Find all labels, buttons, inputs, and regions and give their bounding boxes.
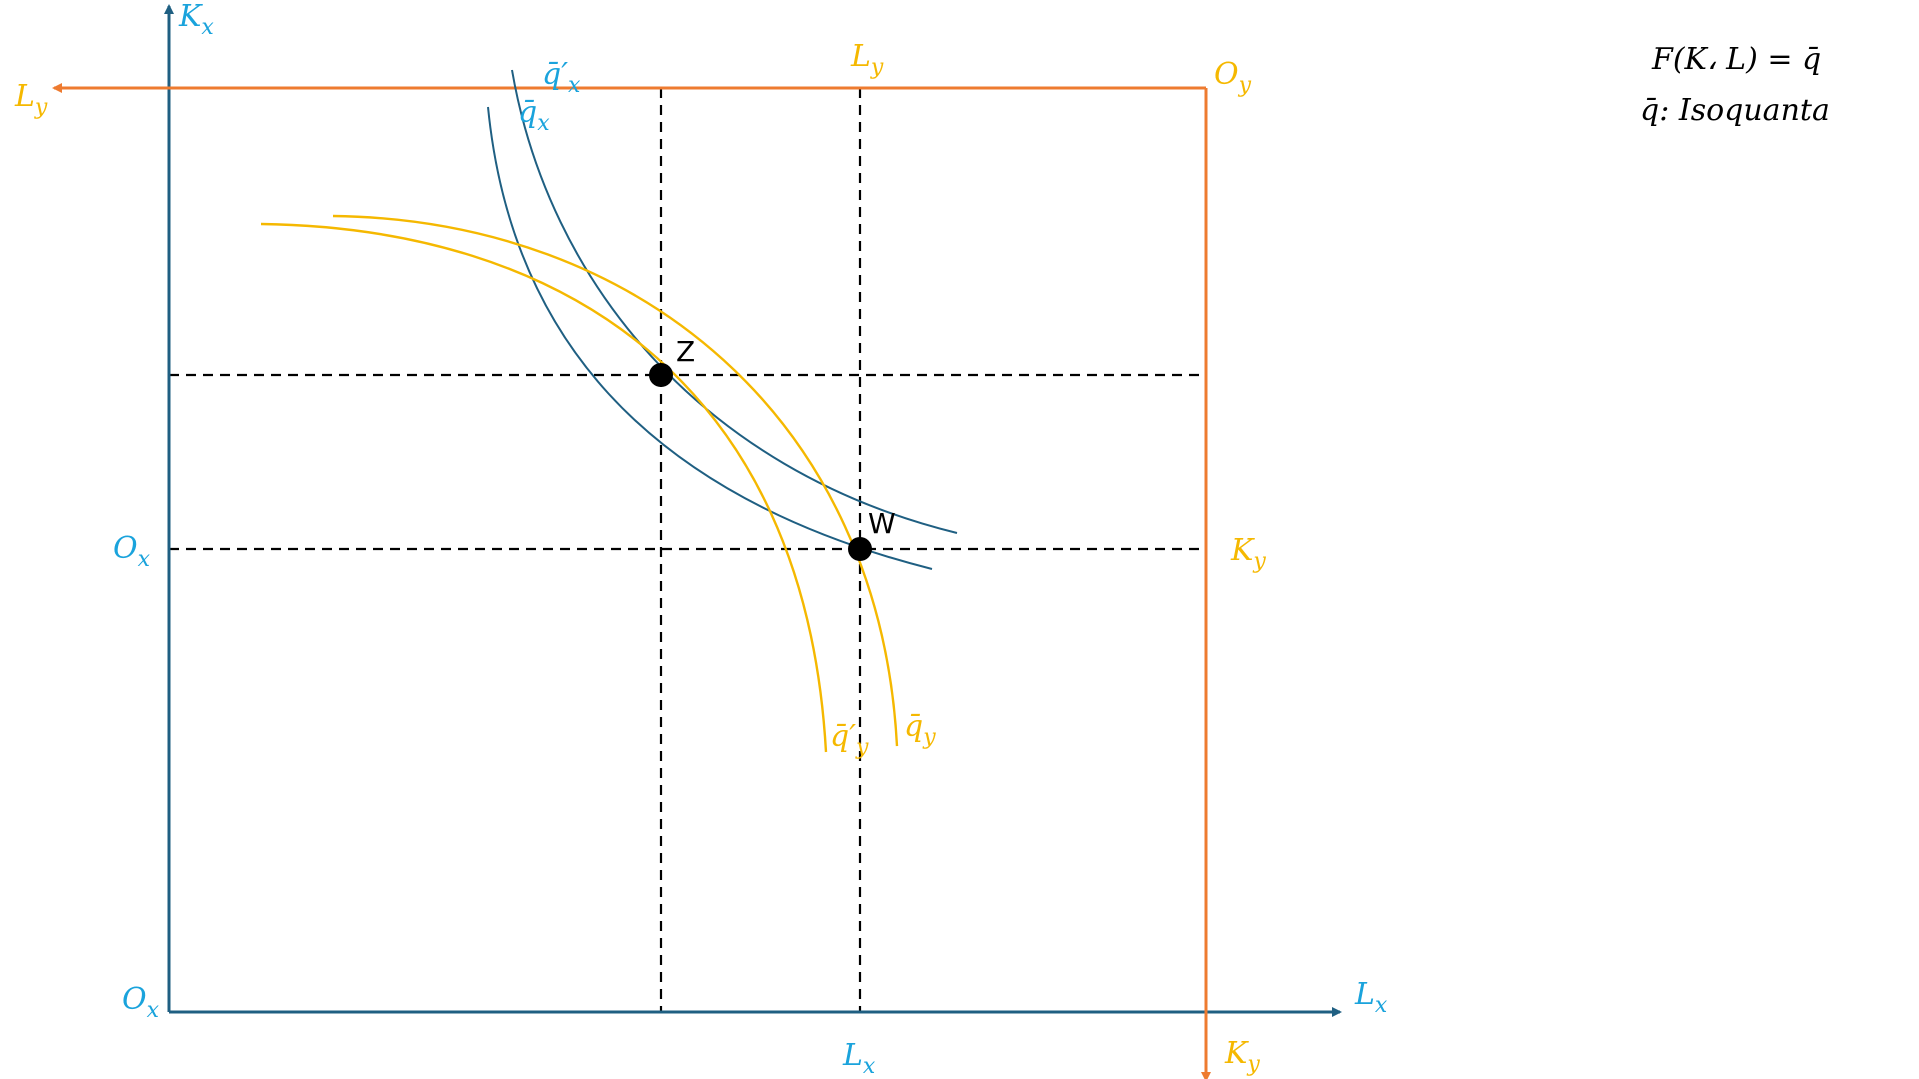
- labels-y: Ly Ly Oy Ky Ky q̄′y q̄y: [14, 39, 1266, 1077]
- formula: F(K، L) = q̄ q̄: Isoquanta: [1640, 42, 1830, 128]
- label-qprime-x: q̄′x: [542, 57, 581, 98]
- label-ly-left: Ly: [14, 79, 48, 120]
- point-z: [649, 363, 673, 387]
- axes-x: [164, 4, 1342, 1017]
- isoquants-y: [260, 214, 899, 753]
- label-lx-right: Lx: [1354, 977, 1388, 1018]
- points: Z W: [649, 335, 896, 561]
- label-q-y: q̄y: [904, 709, 936, 750]
- isoquant-q-x: [487, 106, 933, 570]
- point-w-label: W: [868, 507, 896, 540]
- labels-x: Kx Ox Ox Lx Lx q̄′x q̄x: [113, 0, 1388, 1079]
- isoquant-qprime-x: [511, 69, 958, 534]
- formula-isoquant-definition: q̄: Isoquanta: [1640, 93, 1830, 128]
- isoquant-q-y: [332, 214, 899, 747]
- label-ky-bottom: Ky: [1224, 1036, 1260, 1077]
- point-w: [848, 537, 872, 561]
- label-kx-top: Kx: [178, 0, 214, 40]
- label-q-x: q̄x: [518, 95, 550, 136]
- axes-y: [52, 83, 1211, 1079]
- label-ky-mid: Ky: [1230, 533, 1266, 574]
- label-oy-top: Oy: [1214, 57, 1252, 98]
- formula-production-function: F(K، L) = q̄: [1651, 42, 1821, 77]
- point-z-label: Z: [676, 335, 695, 368]
- isoquants-x: [487, 69, 958, 570]
- label-ox-mid: Ox: [113, 531, 151, 572]
- label-qprime-y: q̄′y: [830, 719, 869, 760]
- isoquant-qprime-y: [260, 222, 828, 753]
- label-ly-top: Ly: [850, 39, 884, 80]
- label-ox-bottom: Ox: [122, 982, 160, 1023]
- guide-lines: [169, 88, 1206, 1012]
- label-lx-bottom: Lx: [842, 1038, 876, 1079]
